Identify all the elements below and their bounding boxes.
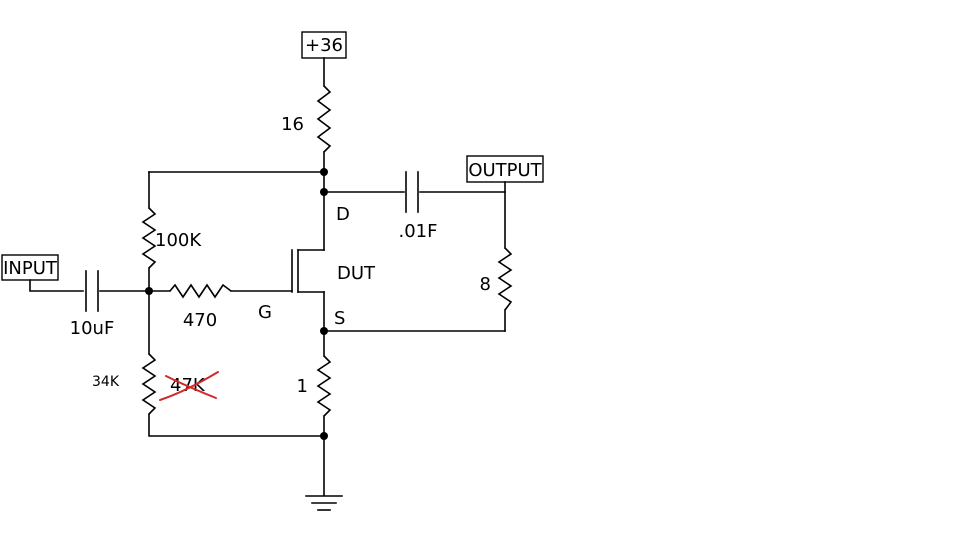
resistor-source-label: 1 <box>297 376 308 397</box>
junction-source <box>320 327 328 335</box>
junction-ground <box>320 432 328 440</box>
junction-bias-top <box>320 168 328 176</box>
junction-gate <box>145 287 153 295</box>
strike-out-mark <box>159 371 219 401</box>
resistor-load-label: 8 <box>480 274 491 295</box>
pin-gate-label: G <box>258 302 272 323</box>
cap-in-label: 10uF <box>70 318 115 339</box>
resistor-source <box>316 355 332 417</box>
input-box <box>1 254 59 281</box>
wire-input <box>29 279 84 292</box>
transistor-dut <box>291 249 325 293</box>
strike-line-b <box>159 371 219 401</box>
resistor-bias-top-label: 100K <box>155 230 202 251</box>
pin-source-label: S <box>334 308 345 329</box>
junction-drain <box>320 188 328 196</box>
resistor-drain <box>316 85 332 153</box>
resistor-bias-top <box>141 207 157 269</box>
resistor-bias-bottom-label: 34K <box>92 374 120 390</box>
pin-drain-label: D <box>336 204 350 225</box>
resistor-gate <box>169 283 232 299</box>
wire-bias-bottom <box>148 413 325 437</box>
transistor-label: DUT <box>337 263 376 284</box>
resistor-drain-label: 16 <box>281 114 304 135</box>
supply-label: +36 <box>305 35 343 56</box>
resistor-load <box>497 247 513 311</box>
strike-line-a <box>165 375 217 399</box>
input-label: INPUT <box>3 258 58 279</box>
input-terminal: INPUT <box>1 254 59 281</box>
resistor-bias-bottom <box>141 353 157 415</box>
cap-out-label: .01F <box>399 221 438 242</box>
output-terminal: OUTPUT <box>466 155 544 183</box>
resistor-gate-label: 470 <box>183 310 217 331</box>
output-label: OUTPUT <box>468 160 542 181</box>
ground-icon <box>305 495 343 511</box>
supply-terminal: +36 <box>301 31 347 59</box>
